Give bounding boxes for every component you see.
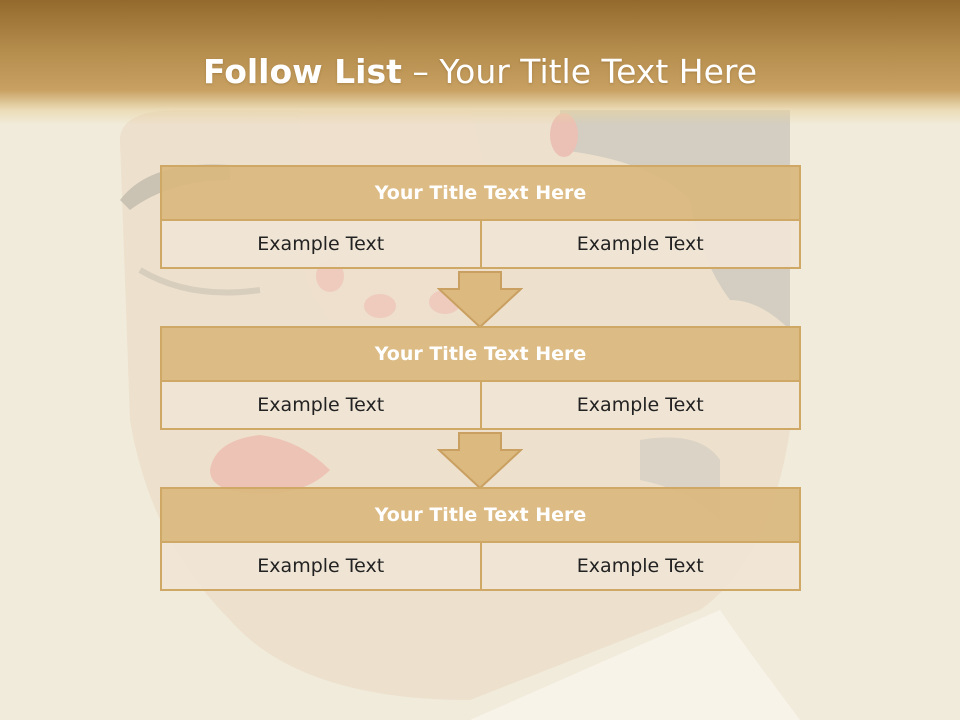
- block-cell-right: Example Text: [479, 382, 799, 428]
- title-bar: [0, 0, 960, 125]
- list-block-3: Your Title Text Here Example Text Exampl…: [160, 487, 801, 591]
- down-arrow-icon: [437, 432, 523, 490]
- slide-title-rest: – Your Title Text Here: [401, 52, 758, 91]
- slide-title-bold: Follow List: [202, 52, 402, 91]
- list-block-1: Your Title Text Here Example Text Exampl…: [160, 165, 801, 269]
- block-cell-right: Example Text: [479, 543, 799, 589]
- block-title: Your Title Text Here: [160, 487, 801, 543]
- block-row: Example Text Example Text: [160, 221, 801, 269]
- block-row: Example Text Example Text: [160, 543, 801, 591]
- slide-title: Follow List – Your Title Text Here: [0, 52, 960, 91]
- block-cell-left: Example Text: [162, 543, 480, 589]
- block-row: Example Text Example Text: [160, 382, 801, 430]
- block-title: Your Title Text Here: [160, 326, 801, 382]
- block-cell-right: Example Text: [479, 221, 799, 267]
- block-cell-left: Example Text: [162, 221, 480, 267]
- down-arrow-icon: [437, 271, 523, 329]
- block-cell-left: Example Text: [162, 382, 480, 428]
- block-title: Your Title Text Here: [160, 165, 801, 221]
- list-block-2: Your Title Text Here Example Text Exampl…: [160, 326, 801, 430]
